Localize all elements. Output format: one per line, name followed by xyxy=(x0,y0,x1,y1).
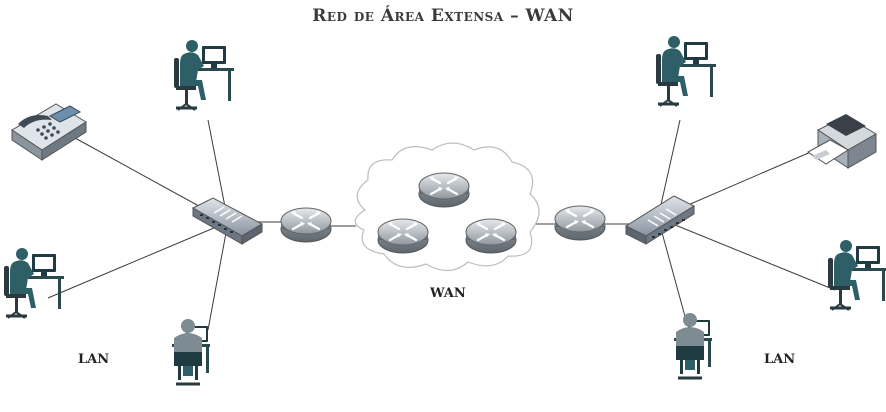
router-icon-right xyxy=(553,204,607,242)
workstation-user-back-icon-left xyxy=(170,317,212,386)
workstation-user-icon-right xyxy=(826,238,886,312)
lan-left-label: LAN xyxy=(78,352,110,367)
printer-icon xyxy=(807,114,877,169)
wan-label: WAN xyxy=(430,286,466,301)
workstation-user-icon-top-right xyxy=(654,34,718,108)
router-icon-cloud-right xyxy=(464,217,518,255)
workstation-user-icon-left xyxy=(2,246,66,320)
switch-icon-left xyxy=(191,197,264,245)
workstation-user-back-icon-right xyxy=(672,311,714,380)
workstation-user-icon-top-left xyxy=(172,38,236,112)
router-icon-cloud-top xyxy=(417,171,471,209)
lan-right-label: LAN xyxy=(764,352,796,367)
router-icon-cloud-left xyxy=(376,217,430,255)
diagram-title: Red de Área Extensa – WAN xyxy=(312,6,574,26)
router-icon-left xyxy=(279,206,333,244)
phone-fax-icon xyxy=(11,103,87,161)
switch-icon-right xyxy=(624,195,696,245)
